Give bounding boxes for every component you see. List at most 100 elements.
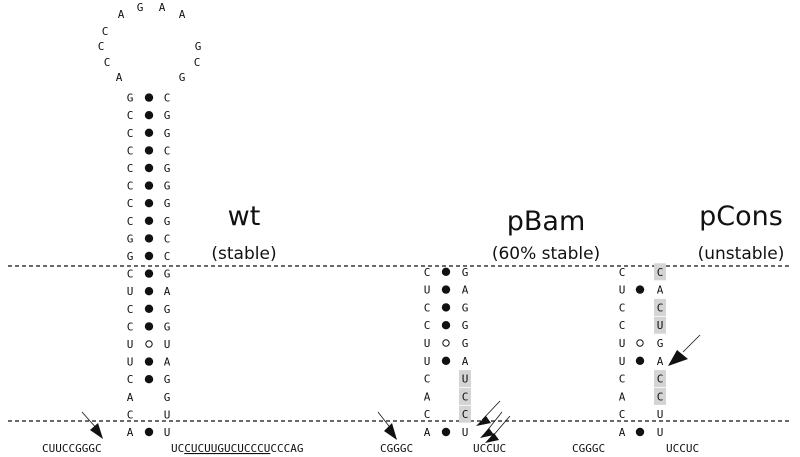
wt-stem-pair-mark (144, 181, 154, 190)
wt-stem-left-base: C (127, 109, 134, 122)
pbam-stem-left-base: C (424, 408, 431, 421)
wt-loop-base: G (179, 71, 186, 84)
pbam-stem-left-base: A (424, 426, 431, 439)
pcons-stem-left-base: C (619, 373, 626, 386)
wt-stem-right-base: A (164, 285, 171, 298)
pbam-stem-left-base: U (424, 355, 431, 368)
wt-loop-base: C (194, 56, 201, 69)
wt-stem-right-base: G (164, 127, 171, 140)
wt-stem-left-base: C (127, 320, 134, 333)
pcons-stem-right-base: C (657, 390, 664, 403)
pcons-stem-highlight (654, 298, 666, 316)
wt-stem-right-base: G (164, 303, 171, 316)
wt-stem-left-base: U (127, 356, 134, 369)
pcons-stem-left-base: U (619, 337, 626, 350)
wt-stem-left-base: A (127, 391, 134, 404)
wt-loop-base: A (118, 8, 125, 21)
label-pcons: pCons (699, 201, 783, 232)
label-pbam-state: (60% stable) (492, 244, 600, 264)
pcons-stem-right-base: C (657, 266, 664, 279)
pbam-stem-pair-mark (441, 321, 451, 330)
pcons-stem-highlight (654, 316, 666, 334)
wt-stem-right-base: U (164, 338, 171, 351)
pbam-stem-left-base: C (424, 266, 431, 279)
wt-stem-right-base: G (164, 391, 171, 404)
wt-loop-base: G (195, 40, 202, 53)
wt-stem-pair-mark (144, 357, 154, 366)
pbam-stem-highlight (459, 405, 471, 423)
wt-stem-right-base: G (164, 320, 171, 333)
label-pbam: pBam (507, 206, 586, 237)
label-wt-state: (stable) (211, 244, 276, 264)
pcons-stem-right-base: C (657, 373, 664, 386)
pbam-stem-pair-mark (441, 427, 451, 437)
wt-seq-left: CUUCCGGGC (42, 442, 102, 455)
wt-stem-right-base: U (164, 426, 171, 439)
wt-stem-left-base: C (127, 162, 134, 175)
pcons-stem-pair-mark (635, 285, 645, 294)
wt-stem-left-base: C (127, 180, 134, 193)
wt-stem-right-base: G (164, 180, 171, 193)
wt-stem-left-base: C (127, 197, 134, 210)
pcons-stem-right-base: U (657, 319, 664, 332)
pbam-stem-highlight (459, 370, 471, 388)
pbam-cleavage-arrow-cluster (476, 400, 511, 443)
pbam-stem-right-base: G (462, 337, 469, 350)
pcons-stem-highlight (654, 263, 666, 281)
wt-loop-base: C (102, 25, 109, 38)
pbam-stem-right-base: C (462, 390, 469, 403)
wt-stem-pair-mark (144, 269, 154, 278)
pcons-stem-left-base: U (619, 355, 626, 368)
wt-stem-left-base: G (127, 92, 134, 105)
pcons-stem-pair-mark (636, 339, 644, 347)
wt-stem-right-base: C (164, 232, 171, 245)
pbam-stem-pair-mark (441, 285, 451, 294)
pcons-stem-pair-mark (635, 356, 645, 365)
wt-stem-left-base: C (127, 303, 134, 316)
wt-stem-right-base: U (164, 408, 171, 421)
pbam-stem-right-base: G (462, 266, 469, 279)
pbam-stem-right-base: G (462, 301, 469, 314)
pcons-cleavage-arrow (668, 334, 701, 366)
wt-stem-left-base: A (127, 426, 134, 439)
pcons-stem-left-base: C (619, 319, 626, 332)
pcons-stem-right-base: G (657, 337, 664, 350)
wt-stem-left-base: U (127, 338, 134, 351)
wt-stem-pair-mark (144, 287, 154, 296)
wt-stem-pair-mark (145, 340, 153, 348)
pcons-stem-right-base: A (657, 355, 664, 368)
pbam-stem-pair-mark (441, 267, 451, 276)
wt-stem-pair-mark (144, 251, 154, 261)
pbam-stem-left-base: C (424, 319, 431, 332)
wt-stem-pair-mark (144, 234, 154, 243)
pbam-stem-pair-mark (441, 303, 451, 312)
wt-loop-base: A (179, 8, 186, 21)
pcons-stem-highlight (654, 370, 666, 388)
wt-stem-pair-mark (144, 216, 154, 225)
pcons-stem-left-base: U (619, 284, 626, 297)
wt-stem-right-base: G (164, 162, 171, 175)
pbam-cleavage-arrow (377, 411, 397, 440)
pcons-stem-left-base: A (619, 390, 626, 403)
wt-stem-pair-mark (144, 304, 154, 313)
wt-stem-left-base: C (127, 373, 134, 386)
wt-loop-base: C (104, 56, 111, 69)
wt-stem-right-base: G (164, 215, 171, 228)
pbam-stem-right-base: A (462, 284, 469, 297)
wt-loop-base: A (116, 71, 123, 84)
wt-stem-left-base: C (127, 215, 134, 228)
wt-stem-left-base: C (127, 127, 134, 140)
pcons-stem-left-base: C (619, 266, 626, 279)
wt-stem-right-base: A (164, 356, 171, 369)
wt-stem-right-base: G (164, 109, 171, 122)
wt-stem-right-base: G (164, 268, 171, 281)
wt-stem-right-base: C (164, 92, 171, 105)
pcons-stem-left-base: A (619, 426, 626, 439)
pbam-stem-right-base: U (462, 373, 469, 386)
pbam-seq-right: UCCUC (473, 442, 506, 455)
pbam-stem-right-base: A (462, 355, 469, 368)
pcons-stem-left-base: C (619, 301, 626, 314)
wt-stem-pair-mark (144, 375, 154, 384)
